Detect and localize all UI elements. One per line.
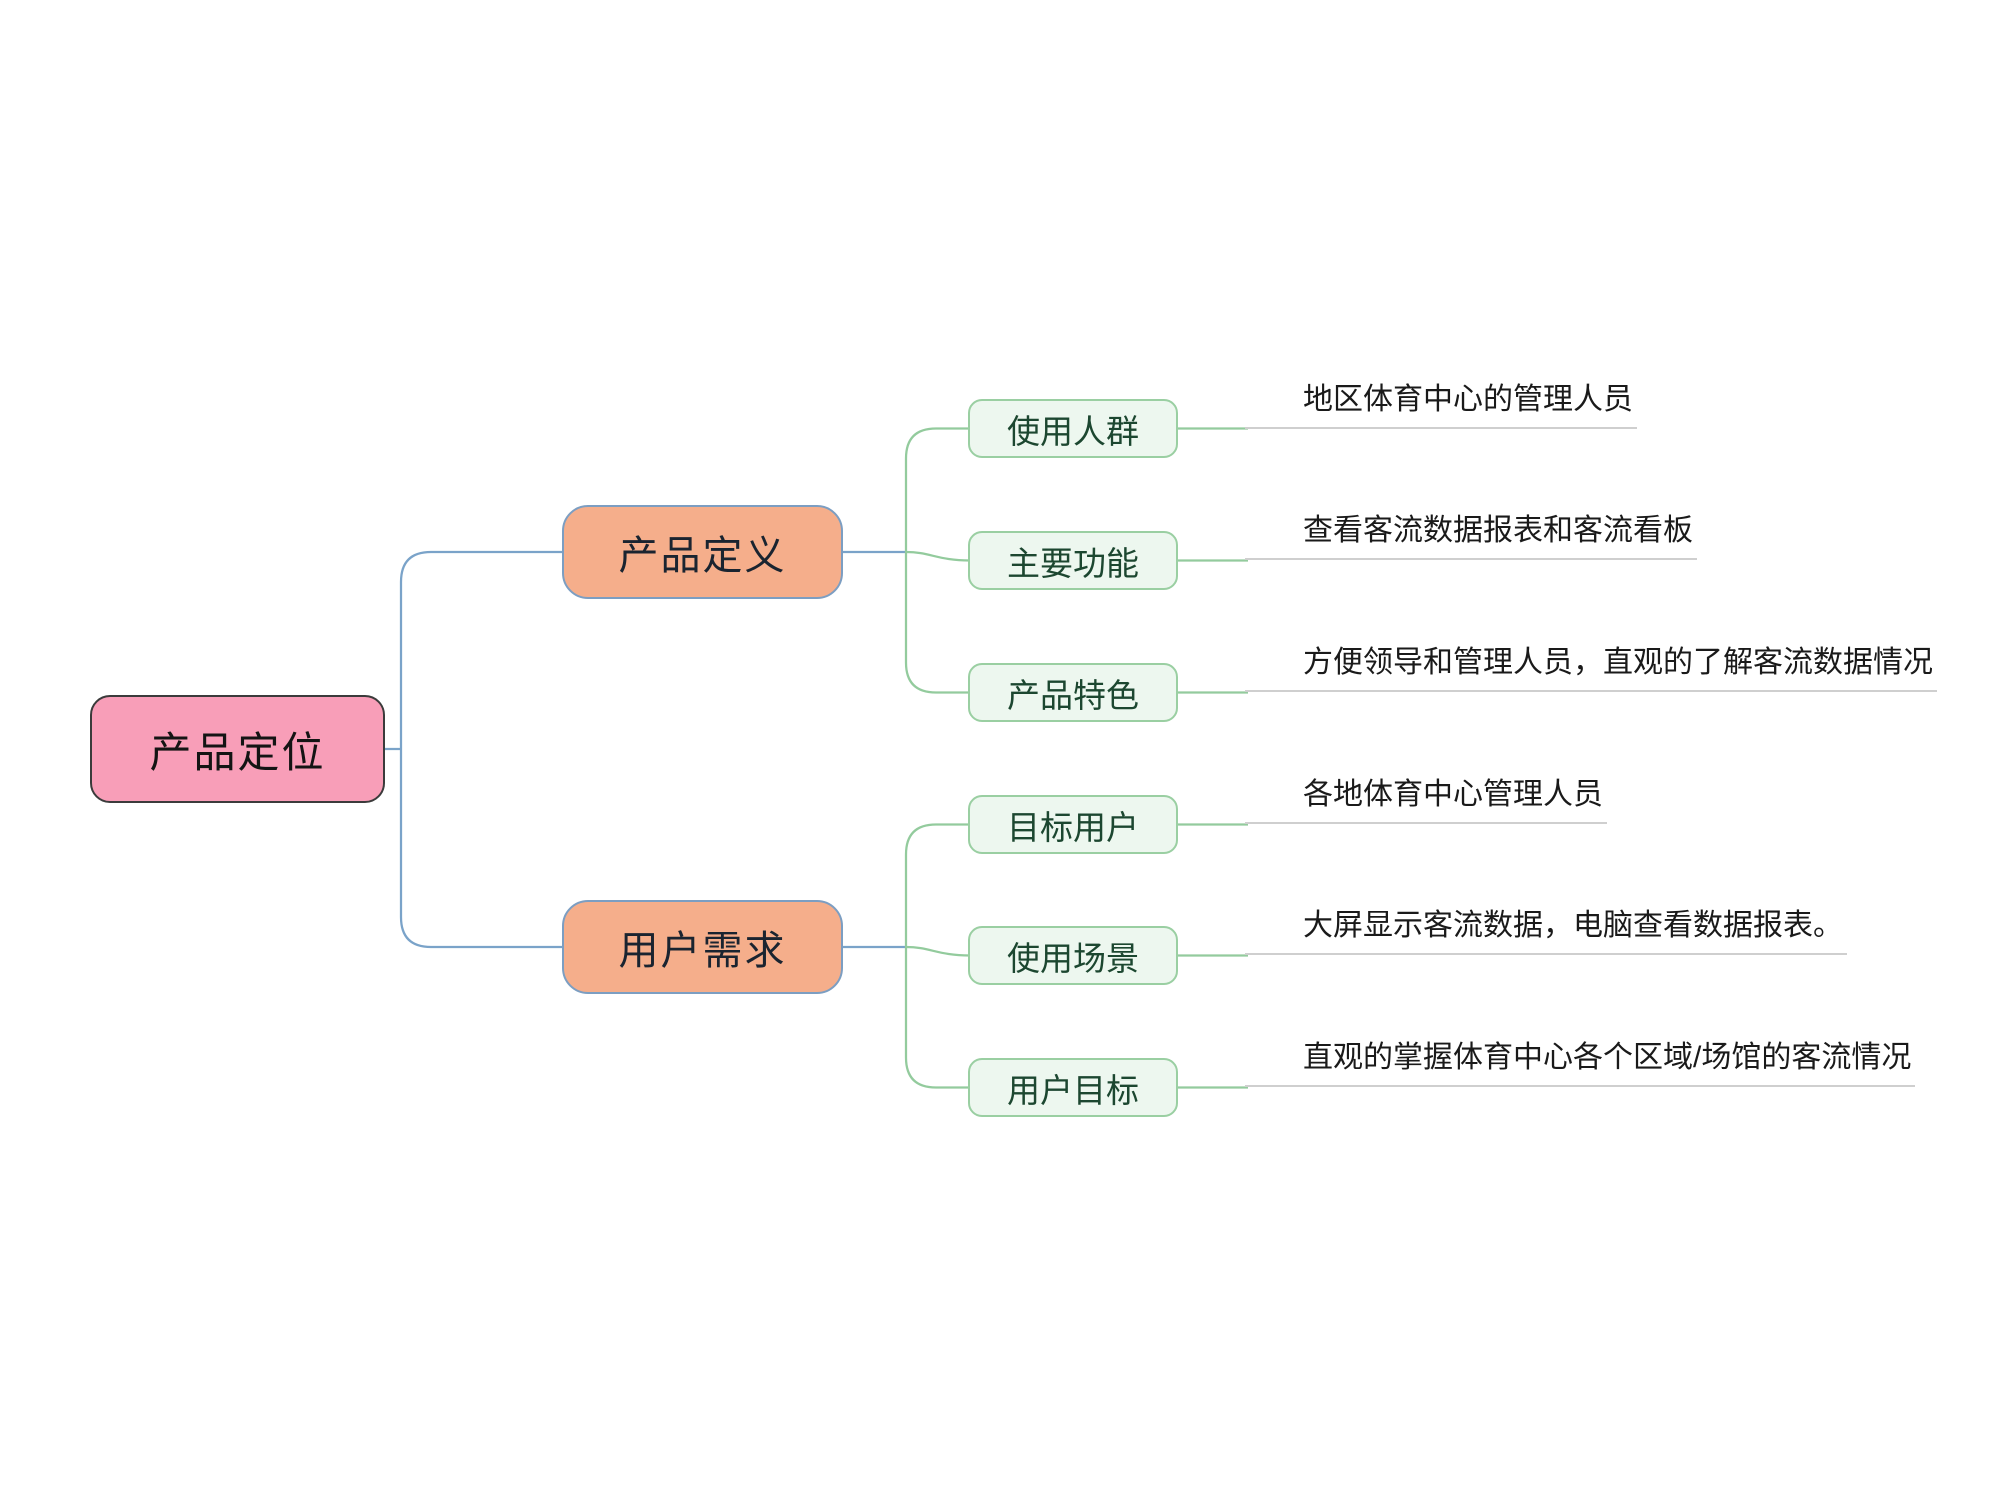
leaf-node-label: 使用人群 — [1007, 412, 1139, 450]
leaf-node-label: 用户目标 — [1007, 1071, 1139, 1109]
branch-node-label: 用户需求 — [618, 929, 787, 973]
leaf-node-main-functions[interactable]: 主要功能 — [968, 531, 1178, 590]
leaf-node-label: 目标用户 — [1007, 808, 1139, 846]
note-user-goals[interactable]: 直观的掌握体育中心各个区域/场馆的客流情况 — [1245, 1040, 1916, 1087]
leaf-node-user-goals[interactable]: 用户目标 — [968, 1058, 1178, 1117]
leaf-node-label: 使用场景 — [1007, 939, 1139, 977]
leaf-node-target-users[interactable]: 目标用户 — [968, 795, 1178, 854]
branch-node-label: 产品定义 — [618, 534, 787, 578]
leaf-node-user-group[interactable]: 使用人群 — [968, 399, 1178, 458]
leaf-node-label: 主要功能 — [1007, 544, 1139, 582]
note-target-users[interactable]: 各地体育中心管理人员 — [1245, 777, 1607, 824]
leaf-node-usage-scenario[interactable]: 使用场景 — [968, 926, 1178, 985]
leaf-node-product-features[interactable]: 产品特色 — [968, 663, 1178, 722]
root-node-product-positioning[interactable]: 产品定位 — [90, 695, 385, 803]
note-product-features[interactable]: 方便领导和管理人员，直观的了解客流数据情况 — [1245, 645, 1937, 692]
root-node-label: 产品定位 — [149, 728, 326, 776]
branch-node-product-definition[interactable]: 产品定义 — [562, 505, 843, 599]
note-main-functions[interactable]: 查看客流数据报表和客流看板 — [1245, 513, 1697, 560]
leaf-node-label: 产品特色 — [1007, 676, 1139, 714]
note-usage-scenario[interactable]: 大屏显示客流数据，电脑查看数据报表。 — [1245, 908, 1847, 955]
branch-node-user-needs[interactable]: 用户需求 — [562, 900, 843, 994]
note-user-group[interactable]: 地区体育中心的管理人员 — [1245, 382, 1637, 429]
